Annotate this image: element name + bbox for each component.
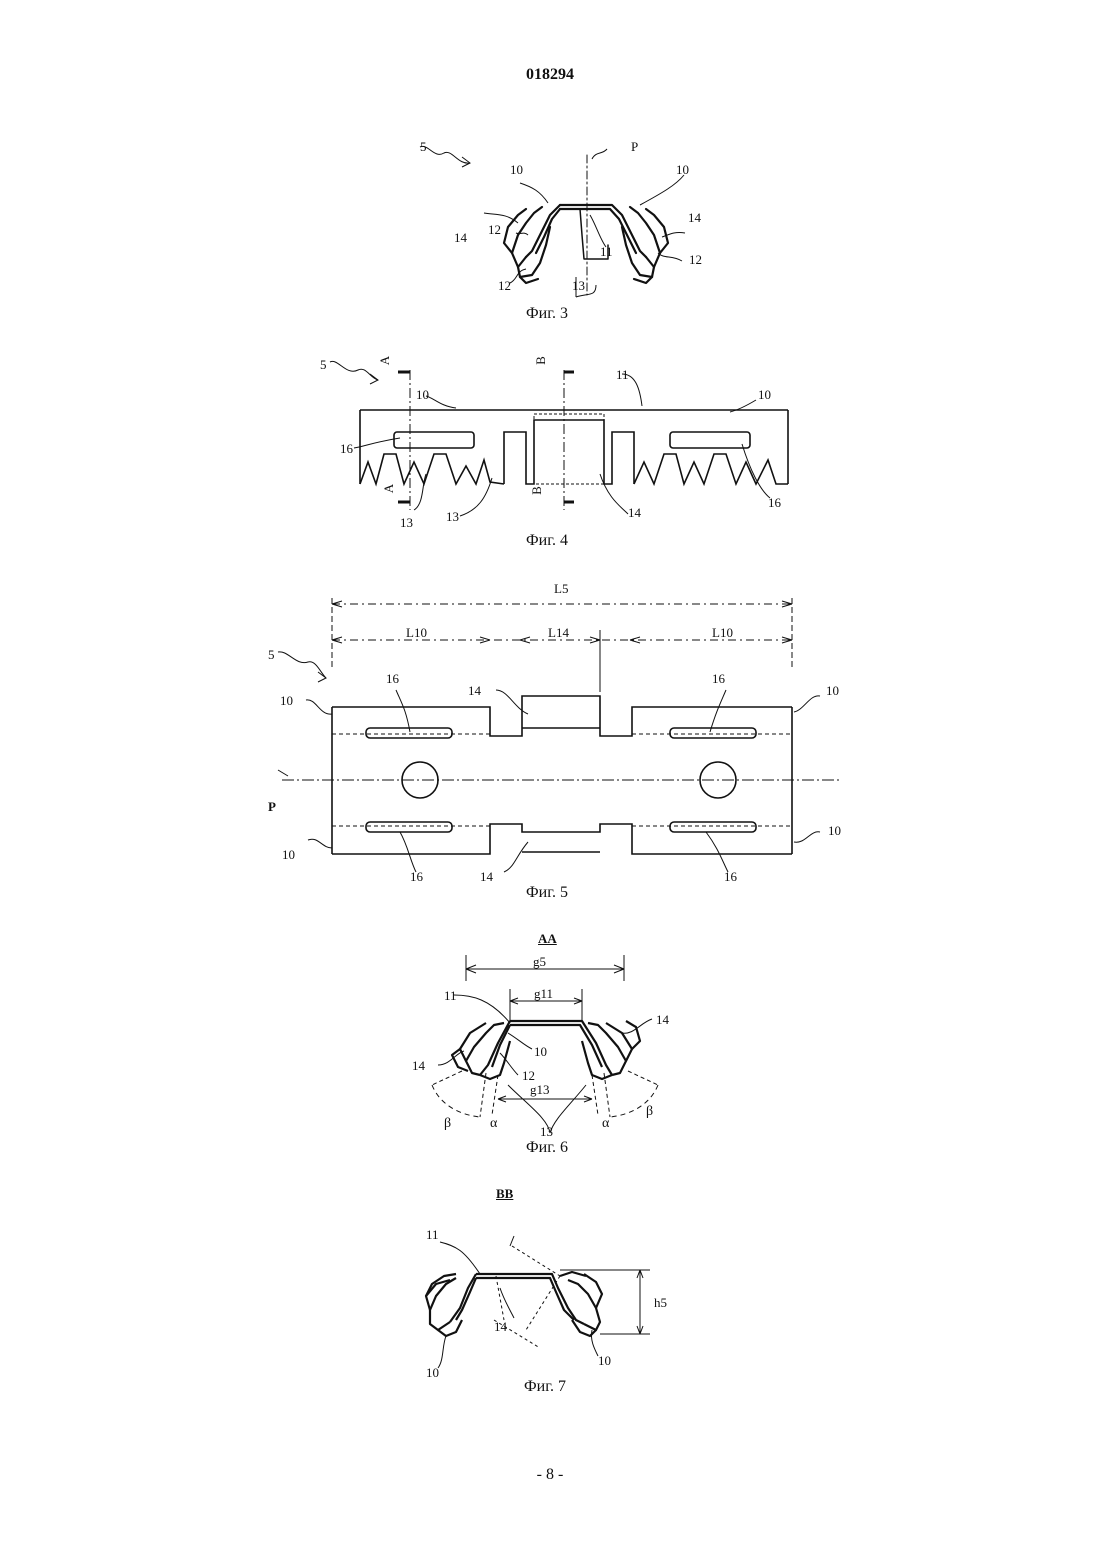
label-11: 11	[444, 989, 457, 1002]
label-12-right: 12	[689, 253, 702, 266]
label-10: 10	[534, 1045, 547, 1058]
label-12-bottom: 12	[498, 279, 511, 292]
caption-fig-6: Фиг. 6	[526, 1139, 568, 1157]
dim-g11: g11	[534, 987, 553, 1000]
figure-3-drawing	[400, 135, 720, 325]
dim-g5: g5	[533, 955, 546, 968]
label-13: 13	[540, 1125, 553, 1138]
section-mark-b-top: B	[534, 356, 547, 365]
label-5: 5	[420, 140, 427, 153]
dim-l10-right: L10	[712, 626, 733, 639]
label-14-left: 14	[454, 231, 467, 244]
label-14-top: 14	[468, 684, 481, 697]
label-10-bottom-right: 10	[828, 824, 841, 837]
caption-fig-4: Фиг. 4	[526, 532, 568, 550]
figure-3: 5 P 10 10 12 14 14 11 12 12 13 Фиг. 3	[400, 135, 720, 325]
label-alpha-right: α	[602, 1117, 609, 1130]
section-bb: BB	[496, 1186, 513, 1202]
label-10-right: 10	[598, 1354, 611, 1367]
label-16-bottom-right: 16	[724, 870, 737, 883]
section-mark-b-bottom: B	[530, 486, 543, 495]
figure-5-drawing	[260, 570, 860, 905]
label-12: 12	[522, 1069, 535, 1082]
caption-fig-5: Фиг. 5	[526, 884, 568, 902]
figure-4-drawing	[310, 350, 810, 555]
dim-l5: L5	[554, 582, 568, 595]
figure-4: 5 A B 10 11 10 16 A B 13 13 14 16 Фиг. 4	[310, 350, 810, 555]
figure-5: L5 L10 L14 L10 5 10 16 14 16 10 P 10 16 …	[260, 570, 860, 905]
label-14-left: 14	[412, 1059, 425, 1072]
label-11: 11	[426, 1228, 439, 1241]
label-beta-left: β	[444, 1117, 451, 1130]
label-10-right: 10	[676, 163, 689, 176]
label-14-right: 14	[656, 1013, 669, 1026]
label-16-left: 16	[340, 442, 353, 455]
figure-7-drawing	[400, 1180, 700, 1405]
label-5: 5	[268, 648, 275, 661]
label-10-bottom-left: 10	[282, 848, 295, 861]
caption-fig-7: Фиг. 7	[524, 1378, 566, 1396]
label-5: 5	[320, 358, 327, 371]
page-footer: - 8 -	[0, 1466, 1100, 1484]
figure-7: BB 11 14 h5 10 10 Фиг. 7	[400, 1180, 700, 1405]
label-10-left: 10	[416, 388, 429, 401]
dim-g13: g13	[530, 1083, 550, 1096]
label-10-top-left: 10	[280, 694, 293, 707]
label-10-top-right: 10	[826, 684, 839, 697]
label-14: 14	[628, 506, 641, 519]
label-16-bottom-left: 16	[410, 870, 423, 883]
dim-h5: h5	[654, 1296, 667, 1309]
label-14-right: 14	[688, 211, 701, 224]
label-16-top-right: 16	[712, 672, 725, 685]
section-mark-a-top: A	[378, 356, 391, 365]
section-aa: AA	[538, 931, 557, 947]
label-p: P	[631, 140, 638, 153]
label-13-left: 13	[400, 516, 413, 529]
section-mark-a-bottom: A	[382, 484, 395, 493]
dim-l14: L14	[548, 626, 569, 639]
caption-fig-3: Фиг. 3	[526, 305, 568, 323]
label-10-left: 10	[510, 163, 523, 176]
label-14: 14	[494, 1320, 507, 1333]
figure-6: AA g5 g11 11 14 10 14 12 g13 β α α β 13 …	[400, 925, 700, 1165]
label-16-right: 16	[768, 496, 781, 509]
label-11: 11	[600, 245, 613, 258]
label-13: 13	[572, 279, 585, 292]
label-13-right: 13	[446, 510, 459, 523]
dim-l10-left: L10	[406, 626, 427, 639]
patent-number: 018294	[0, 66, 1100, 84]
label-p: P	[268, 800, 276, 813]
label-11: 11	[616, 368, 629, 381]
label-12-left: 12	[488, 223, 501, 236]
label-16-top-left: 16	[386, 672, 399, 685]
label-beta-right: β	[646, 1105, 653, 1118]
label-14-bottom: 14	[480, 870, 493, 883]
label-10-left: 10	[426, 1366, 439, 1379]
label-10-right: 10	[758, 388, 771, 401]
label-alpha-left: α	[490, 1117, 497, 1130]
